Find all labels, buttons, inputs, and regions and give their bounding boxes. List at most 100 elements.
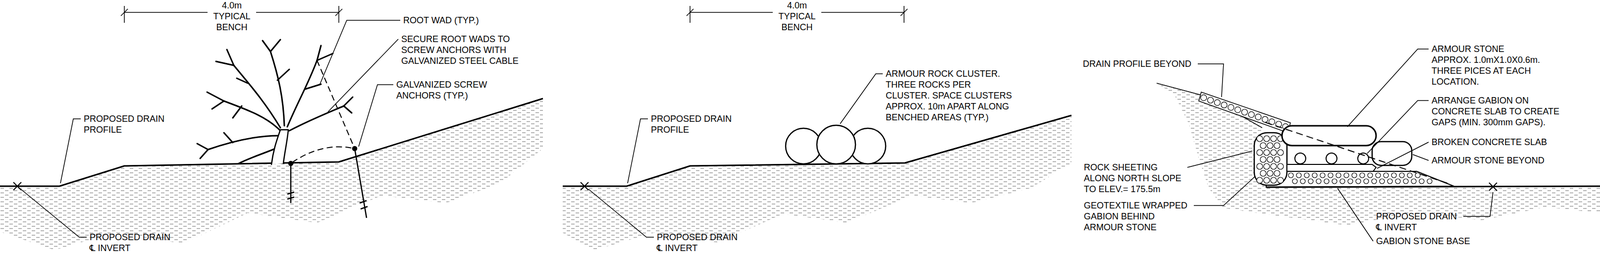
gabion-stone bbox=[1256, 135, 1263, 142]
rock-sheeting-stone bbox=[1200, 94, 1289, 130]
root-wad bbox=[270, 51, 285, 126]
base-stone bbox=[1292, 178, 1298, 184]
invert-mark bbox=[13, 182, 22, 191]
gabion-stone bbox=[1267, 142, 1274, 149]
rock-sheeting-stone bbox=[1255, 113, 1262, 120]
base-stone bbox=[1312, 172, 1318, 178]
dimension-line bbox=[335, 8, 343, 16]
dimension-line bbox=[256, 11, 339, 13]
leader-line bbox=[840, 73, 883, 124]
base-stone bbox=[1419, 178, 1425, 184]
callout-note: ROOT WAD (TYP.) bbox=[403, 14, 482, 26]
root-wad bbox=[236, 78, 248, 84]
leader-line bbox=[1367, 100, 1429, 154]
leader-line bbox=[319, 20, 401, 86]
armour-stone bbox=[1281, 125, 1377, 146]
gabion-on-slab bbox=[1294, 153, 1369, 164]
ground-profile bbox=[562, 115, 1072, 187]
callout-note: BROKEN CONCRETE SLAB bbox=[1431, 136, 1551, 148]
base-stone bbox=[1335, 172, 1341, 178]
rock-sheeting-stone bbox=[1248, 111, 1255, 118]
base-stone bbox=[1351, 172, 1357, 178]
base-stone bbox=[1371, 178, 1377, 184]
rock-sheeting-stone bbox=[1234, 106, 1241, 113]
gabion-stone bbox=[1260, 170, 1267, 177]
base-stone bbox=[1304, 172, 1310, 178]
root-wad bbox=[289, 106, 344, 131]
soil-hatch bbox=[0, 98, 543, 251]
root-wad bbox=[262, 40, 271, 52]
callout-note: SECURE ROOT WADS TO SCREW ANCHORS WITH G… bbox=[401, 33, 523, 67]
callout-note: GEOTEXTILE WRAPPED GABION BEHIND ARMOUR … bbox=[1083, 200, 1191, 233]
drain-profile-beyond bbox=[1265, 122, 1449, 184]
root-wad bbox=[197, 143, 209, 150]
base-stone bbox=[1316, 178, 1322, 184]
root-wad bbox=[270, 39, 281, 52]
root-wad bbox=[343, 97, 353, 107]
invert-mark bbox=[1489, 182, 1497, 191]
base-stone bbox=[1395, 178, 1401, 184]
callout-note: ARMOUR ROCK CLUSTER. THREE ROCKS PER CLU… bbox=[885, 68, 1015, 123]
callout-note: ARMOUR STONE BEYOND bbox=[1431, 155, 1548, 166]
callout-note: ARMOUR STONE APPROX. 1.0mX1.0X0.6m. THRE… bbox=[1431, 43, 1544, 88]
leader-line bbox=[1377, 142, 1429, 169]
gabion-stone bbox=[1263, 149, 1270, 156]
root-wad bbox=[197, 39, 353, 165]
gabion-stone bbox=[1260, 142, 1267, 149]
base-stone bbox=[1355, 178, 1361, 184]
base-stone bbox=[1387, 178, 1393, 184]
base-stone bbox=[1347, 178, 1353, 184]
base-stone bbox=[1427, 178, 1433, 184]
root-wad bbox=[287, 60, 318, 127]
dimension-line bbox=[124, 11, 208, 13]
broken-concrete-slab bbox=[1286, 164, 1377, 172]
rock-sheeting-stone bbox=[1207, 97, 1214, 104]
base-stone bbox=[1383, 172, 1389, 178]
base-stone bbox=[1288, 172, 1433, 184]
screw-anchor bbox=[287, 146, 368, 218]
base-stone bbox=[1328, 172, 1334, 178]
gabion-stone bbox=[1274, 170, 1280, 177]
root-wad bbox=[277, 69, 290, 81]
leader-line bbox=[327, 39, 399, 112]
dimension-line bbox=[900, 8, 908, 16]
dimension-line bbox=[821, 11, 905, 13]
root-wad bbox=[305, 84, 321, 90]
soil-hatch bbox=[562, 114, 1072, 251]
screw-anchor bbox=[287, 163, 295, 204]
armour-rock bbox=[785, 125, 886, 164]
gabion-stone bbox=[1263, 135, 1270, 142]
rock-sheeting-stone bbox=[1241, 109, 1248, 116]
base-stone bbox=[1403, 178, 1409, 184]
gabion-stone bbox=[1277, 149, 1284, 156]
leader-line bbox=[60, 118, 81, 184]
invert-mark bbox=[13, 182, 22, 191]
invert-mark bbox=[580, 182, 589, 191]
base-stone bbox=[1300, 178, 1306, 184]
gabion-stone bbox=[1274, 142, 1280, 149]
gabion-stone bbox=[1277, 163, 1284, 170]
soil-hatch bbox=[1156, 83, 1600, 226]
leader-line bbox=[1337, 188, 1374, 242]
base-stone bbox=[1324, 178, 1330, 184]
root-wad bbox=[232, 106, 242, 118]
leader-line bbox=[1197, 63, 1224, 98]
gabion-stone bbox=[1256, 135, 1284, 184]
root-wad bbox=[343, 106, 352, 113]
callout-note: GABION STONE BASE bbox=[1376, 235, 1474, 247]
callout-note: PROPOSED DRAIN ℄ INVERT bbox=[1376, 211, 1461, 233]
root-wad bbox=[233, 65, 281, 128]
gabion-stone bbox=[1270, 149, 1277, 156]
armour-rock bbox=[816, 125, 856, 164]
invert-mark bbox=[1489, 182, 1497, 191]
leader-line bbox=[1412, 154, 1429, 161]
root-wad bbox=[226, 49, 234, 66]
callout-note: GALVANIZED SCREW ANCHORS (TYP.) bbox=[396, 79, 491, 102]
root-wad bbox=[212, 101, 224, 109]
base-stone bbox=[1375, 172, 1381, 178]
root-wad bbox=[271, 129, 289, 165]
base-stone bbox=[1415, 172, 1421, 178]
gabion-stone bbox=[1277, 177, 1284, 184]
